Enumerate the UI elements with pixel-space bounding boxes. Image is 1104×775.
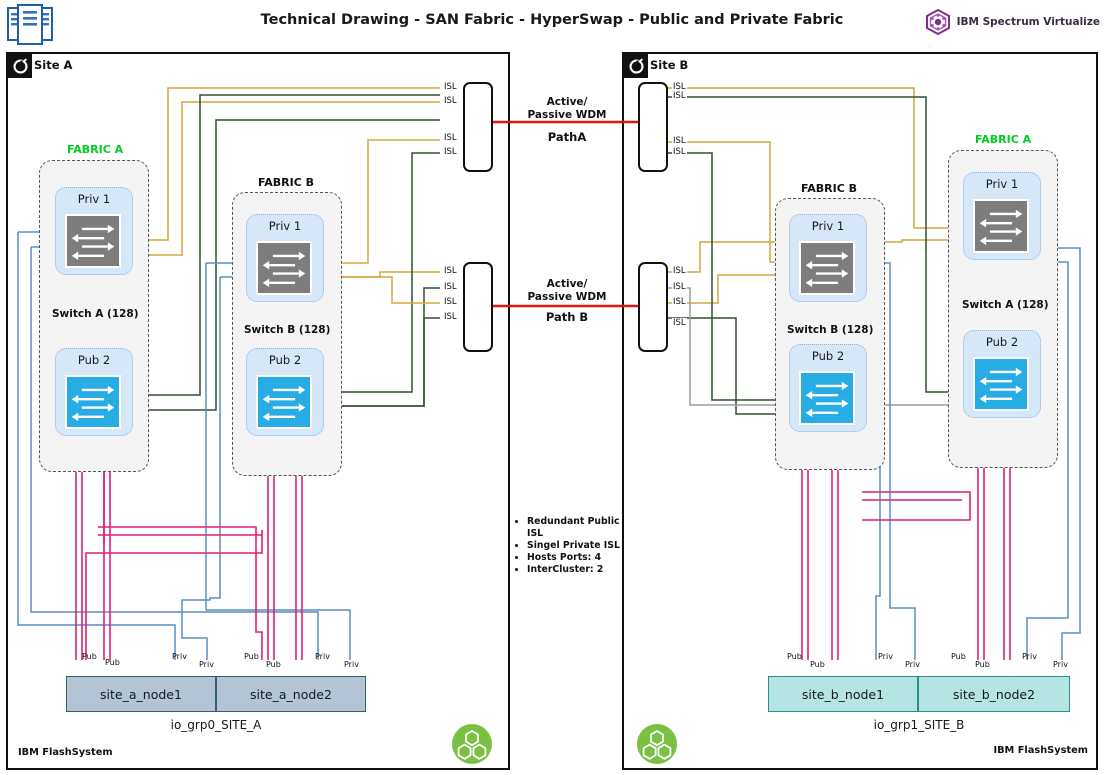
port-tag: Priv xyxy=(878,652,893,661)
port-tag: Pub xyxy=(975,660,990,669)
patha-type-line1: Active/ xyxy=(546,96,588,108)
isl-tag: ISL xyxy=(443,82,458,92)
site-b-fabric-b-title: FABRIC B xyxy=(801,182,857,195)
switch-caption: Pub 2 xyxy=(985,335,1019,349)
isl-tag: ISL xyxy=(443,133,458,143)
ibm-spectrum-virtualize-icon xyxy=(925,8,950,36)
port-tag: Priv xyxy=(1053,660,1068,669)
flash-label-site-b: IBM FlashSystem xyxy=(993,745,1088,756)
switch-icon xyxy=(799,241,855,295)
patha-type-line2: Passive WDM xyxy=(527,109,607,121)
isl-tag: ISL xyxy=(672,82,687,92)
port-tag: Pub xyxy=(105,658,120,667)
port-tag: Priv xyxy=(905,660,920,669)
node-box-site-a-node1[interactable]: site_a_node1 xyxy=(66,676,216,712)
site-b-fabric-a-title: FABRIC A xyxy=(975,133,1032,146)
isl-tag: ISL xyxy=(443,266,458,276)
flash-label-site-a: IBM FlashSystem xyxy=(18,747,113,758)
switch-icon xyxy=(256,241,312,295)
isl-tag: ISL xyxy=(672,318,687,328)
switch-icon xyxy=(65,214,121,268)
isl-tag: ISL xyxy=(672,91,687,101)
isl-tag: ISL xyxy=(443,282,458,292)
wdm-device-patha-right[interactable] xyxy=(638,82,668,172)
site-a-label: Site A xyxy=(34,58,73,72)
isl-tag: ISL xyxy=(672,282,687,292)
port-tag: Priv xyxy=(172,652,187,661)
site-b-badge xyxy=(624,54,648,78)
switch-caption: Pub 2 xyxy=(268,353,302,367)
site-circle-arrow-icon xyxy=(13,57,28,73)
site-a-fabric-b-title: FABRIC B xyxy=(258,176,314,189)
port-tag: Priv xyxy=(1022,652,1037,661)
list-item: Singel Private ISL xyxy=(527,540,627,552)
node-box-site-a-node2[interactable]: site_a_node2 xyxy=(216,676,366,712)
switch-caption: Priv 1 xyxy=(77,192,111,206)
site-b-switch-a-label: Switch A (128) xyxy=(962,299,1049,311)
site-circle-arrow-icon xyxy=(629,57,644,73)
site-a-switch-b-label: Switch B (128) xyxy=(244,324,331,336)
port-tag: Priv xyxy=(315,652,330,661)
iogrp-label-site-a: io_grp0_SITE_A xyxy=(170,718,262,732)
pathb-type-line2: Passive WDM xyxy=(527,291,607,303)
isl-tag: ISL xyxy=(672,266,687,276)
list-item: Redundant Public ISL xyxy=(527,516,627,539)
flashsystem-cubes-icon xyxy=(452,724,492,764)
switch-caption: Priv 1 xyxy=(985,177,1019,191)
port-tag: Pub xyxy=(266,660,281,669)
isl-tag: ISL xyxy=(443,147,458,157)
site-b-switch-b-label: Switch B (128) xyxy=(787,324,874,336)
switch-icon xyxy=(256,375,312,429)
pathb-type-line1: Active/ xyxy=(546,278,588,290)
wdm-device-pathb-right[interactable] xyxy=(638,262,668,352)
isl-tag: ISL xyxy=(672,147,687,157)
switch-icon xyxy=(973,357,1029,411)
notes-list: Redundant Public ISL Singel Private ISL … xyxy=(515,516,627,576)
patha-type-label: Active/ Passive WDM xyxy=(507,96,627,122)
switch-caption: Pub 2 xyxy=(77,353,111,367)
port-tag: Pub xyxy=(787,652,802,661)
wdm-device-patha-left[interactable] xyxy=(463,82,493,172)
brand-label: IBM Spectrum Virtualize xyxy=(956,16,1100,28)
switch-caption: Priv 1 xyxy=(811,219,845,233)
patha-name-label: PathA xyxy=(547,130,587,144)
documents-icon xyxy=(7,4,53,45)
port-tag: Priv xyxy=(199,660,214,669)
port-tag: Pub xyxy=(82,652,97,661)
site-a-fabric-a-title: FABRIC A xyxy=(67,143,124,156)
pathb-name-label: Path B xyxy=(545,310,589,324)
page-title: Technical Drawing - SAN Fabric - HyperSw… xyxy=(260,12,844,28)
port-tag: Pub xyxy=(951,652,966,661)
isl-tag: ISL xyxy=(443,297,458,307)
wdm-device-pathb-left[interactable] xyxy=(463,262,493,352)
site-a-badge xyxy=(8,54,32,78)
isl-tag: ISL xyxy=(672,297,687,307)
switch-icon xyxy=(799,371,855,425)
list-item: InterCluster: 2 xyxy=(527,564,627,576)
list-item: Hosts Ports: 4 xyxy=(527,552,627,564)
pathb-type-label: Active/ Passive WDM xyxy=(507,278,627,304)
port-tag: Priv xyxy=(344,660,359,669)
brand-logo: IBM Spectrum Virtualize xyxy=(924,6,1100,38)
isl-tag: ISL xyxy=(443,96,458,106)
flashsystem-cubes-icon xyxy=(637,724,677,764)
isl-tag: ISL xyxy=(443,312,458,322)
iogrp-label-site-b: io_grp1_SITE_B xyxy=(873,718,965,732)
switch-icon xyxy=(973,199,1029,253)
port-tag: Pub xyxy=(810,660,825,669)
switch-caption: Pub 2 xyxy=(811,349,845,363)
port-tag: Pub xyxy=(244,652,259,661)
switch-icon xyxy=(65,375,121,429)
node-box-site-b-node1[interactable]: site_b_node1 xyxy=(768,676,918,712)
site-b-label: Site B xyxy=(650,58,689,72)
switch-caption: Priv 1 xyxy=(268,219,302,233)
isl-tag: ISL xyxy=(672,136,687,146)
site-a-switch-a-label: Switch A (128) xyxy=(52,308,139,320)
node-box-site-b-node2[interactable]: site_b_node2 xyxy=(918,676,1070,712)
